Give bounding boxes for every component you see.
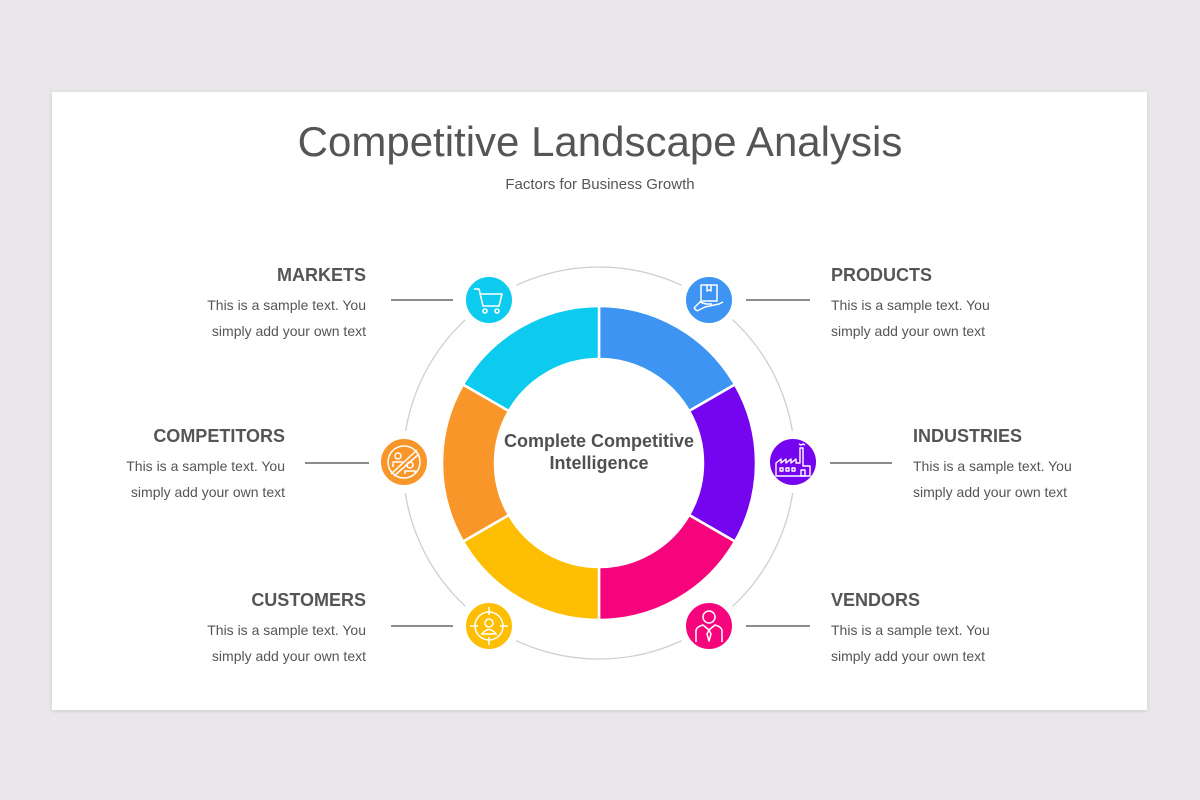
donut-segment-industries [687, 382, 758, 544]
factor-text-line2: simply add your own text [130, 484, 285, 500]
factor-text-line1: This is a sample text. You [913, 458, 1072, 474]
donut-segment-markets [461, 304, 601, 413]
factor-title: INDUSTRIES [913, 426, 1023, 446]
factor-markets: MARKETS This is a sample text. You simpl… [106, 265, 366, 344]
factor-text-line2: simply add your own text [831, 323, 986, 339]
factor-title: VENDORS [831, 590, 921, 610]
factor-text-line1: This is a sample text. You [126, 458, 285, 474]
factor-text-line1: This is a sample text. You [831, 622, 990, 638]
shopping-cart-icon [458, 269, 520, 331]
donut [440, 304, 758, 622]
factor-text-line1: This is a sample text. You [831, 297, 990, 313]
no-competitors-icon [373, 431, 435, 493]
target-user-icon [458, 595, 520, 657]
factor-products: PRODUCTS This is a sample text. You simp… [831, 265, 1091, 344]
page-subtitle: Factors for Business Growth [505, 176, 695, 193]
factor-title: COMPETITORS [153, 426, 285, 446]
factor-text-line1: This is a sample text. You [207, 297, 366, 313]
factor-industries: INDUSTRIES This is a sample text. You si… [913, 426, 1173, 505]
factor-title: MARKETS [277, 265, 366, 285]
factor-competitors: COMPETITORS This is a sample text. You s… [25, 426, 285, 505]
factor-text-line2: simply add your own text [913, 484, 1068, 500]
page-title: Competitive Landscape Analysis [297, 118, 903, 165]
factor-customers: CUSTOMERS This is a sample text. You sim… [106, 590, 366, 669]
factor-text-line2: simply add your own text [831, 648, 986, 664]
factor-title: PRODUCTS [831, 265, 933, 285]
factor-text-line2: simply add your own text [211, 648, 366, 664]
businessman-icon [678, 595, 740, 657]
factor-title: CUSTOMERS [251, 590, 366, 610]
factory-icon [762, 431, 824, 493]
box-in-hand-icon [678, 269, 740, 331]
center-label: Complete Competitive Intelligence [503, 431, 695, 473]
factor-text-line1: This is a sample text. You [207, 622, 366, 638]
factor-vendors: VENDORS This is a sample text. You simpl… [831, 590, 1091, 669]
factor-text-line2: simply add your own text [211, 323, 366, 339]
connector-lines [305, 299, 892, 627]
